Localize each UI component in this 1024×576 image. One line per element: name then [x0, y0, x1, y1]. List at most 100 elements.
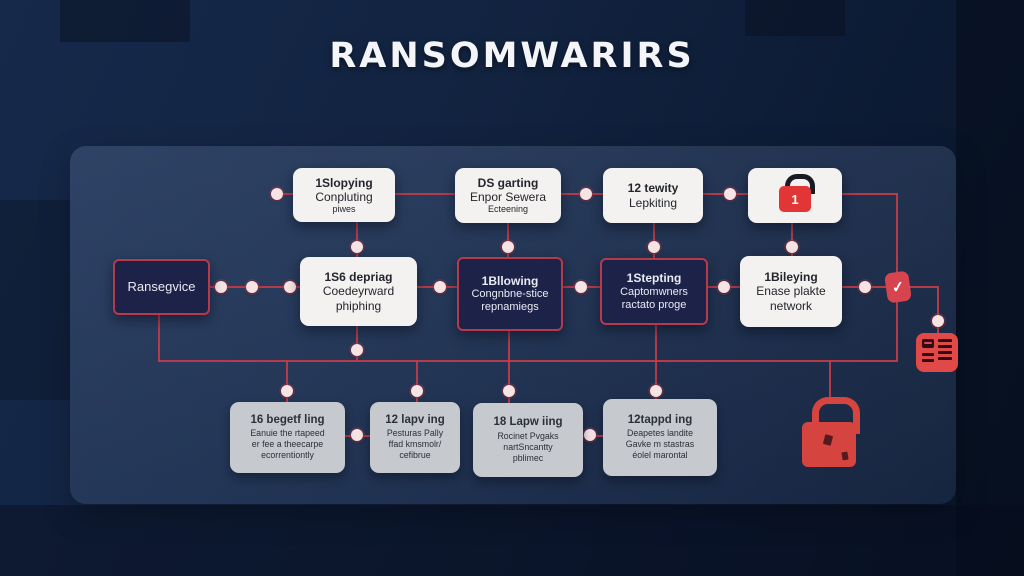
node-12-tewity: 12 tewity Lepkiting	[603, 168, 703, 223]
padlock-icon: 1	[779, 186, 811, 212]
padlock-icon	[785, 174, 815, 194]
node-text-line: Captomwners	[620, 285, 688, 298]
connector-dot	[215, 281, 227, 293]
page-title: RANSOMWARIRS	[329, 36, 695, 76]
node-text-line: Gavke m stastras	[625, 439, 695, 450]
node-text-line: Enpor Sewera	[469, 190, 547, 205]
node-text-line: 1Bllowing	[481, 273, 539, 288]
connector-dot	[281, 385, 293, 397]
connector-dot	[786, 241, 798, 253]
connector-line	[416, 360, 418, 403]
padlock-detail	[822, 434, 834, 446]
padlock-icon	[802, 422, 856, 467]
node-text-line: ffad kmsmolr/	[388, 439, 442, 450]
document-icon-detail	[938, 345, 952, 348]
node-text-line: er fee a theecarpe	[251, 439, 324, 450]
node-text-line: Rocinet Pvgaks	[497, 430, 559, 441]
node-text-line: Ecteening	[487, 204, 529, 215]
node-12-lapv: 12 lapv ing Pesturas Pally ffad kmsmolr/…	[370, 402, 460, 473]
document-icon	[916, 333, 958, 372]
connector-dot	[351, 344, 363, 356]
connector-dot	[859, 281, 871, 293]
connector-line	[395, 193, 455, 195]
document-icon-detail	[938, 357, 952, 360]
document-icon-detail	[938, 339, 952, 342]
node-1s6-depriag: 1S6 depriag Coedeyrward phiphing	[300, 257, 417, 326]
node-text-line: Lepkiting	[628, 195, 678, 210]
connector-dot	[271, 188, 283, 200]
background-decor	[0, 200, 70, 400]
padlock-icon	[812, 397, 860, 434]
node-text-line: Coedeyrward	[322, 284, 395, 299]
padlock-detail	[841, 451, 849, 461]
document-icon-detail	[922, 359, 934, 362]
node-text-line: Conpluting	[315, 189, 373, 204]
connector-dot	[650, 385, 662, 397]
connector-line	[158, 360, 898, 362]
node-1bileying: 1Bileying Enase plakte network	[740, 256, 842, 327]
connector-dot	[351, 429, 363, 441]
connector-dot	[351, 241, 363, 253]
node-text-line: 12tappd ing	[627, 413, 693, 426]
node-1slopying-conpluting: 1Slopying Conpluting piwes	[293, 168, 395, 222]
node-text-line: piwes	[332, 203, 356, 214]
node-text-line: éolel marontal	[632, 450, 688, 461]
node-ransegvice: Ransegvice	[113, 259, 210, 315]
node-18-lapw: 18 Lapw iing Rocinet Pvgaks nartSncantty…	[473, 403, 583, 477]
connector-dot	[575, 281, 587, 293]
document-icon-detail	[924, 342, 932, 344]
node-1stepting: 1Stepting Captomwners ractato proge	[600, 258, 708, 325]
node-text-line: nartSncantty	[503, 441, 553, 452]
connector-line	[653, 221, 655, 258]
node-ds-garting: DS garting Enpor Sewera Ecteening	[455, 168, 561, 223]
connector-dot	[411, 385, 423, 397]
node-text-line: pblimec	[512, 452, 544, 463]
document-icon-detail	[922, 353, 934, 356]
node-text-line: Enase plakte	[756, 284, 826, 299]
check-icon: ✓	[884, 270, 912, 304]
document-icon-detail	[938, 351, 952, 354]
lock-badge-number: 1	[791, 191, 799, 207]
connector-dot	[718, 281, 730, 293]
node-text-line: DS garting	[477, 176, 539, 191]
connector-line	[507, 221, 509, 258]
node-text-line: phiphing	[335, 298, 382, 313]
node-text-line: Pesturas Pally	[386, 428, 444, 439]
connector-line	[937, 287, 939, 333]
connector-line	[829, 360, 831, 398]
node-text-line: 12 lapv ing	[385, 413, 445, 426]
check-glyph: ✓	[890, 278, 906, 297]
connector-dot	[932, 315, 944, 327]
node-text-line: 16 begetf ling	[250, 413, 325, 426]
connector-dot	[284, 281, 296, 293]
connector-line	[286, 360, 288, 403]
node-text-line: 12 tewity	[627, 181, 679, 196]
node-text-line: 1Bileying	[764, 270, 818, 285]
node-text-line: ecorrentiontly	[261, 450, 314, 461]
connector-line	[158, 315, 160, 362]
node-text-line: Congnbne-stice	[471, 288, 549, 301]
connector-line	[908, 286, 939, 288]
node-1bllowing: 1Bllowing Congnbne-stice repnamiegs	[457, 257, 563, 331]
node-text-line: ractato proge	[621, 298, 687, 311]
connector-dot	[503, 385, 515, 397]
node-text-line: network	[769, 298, 813, 313]
background-decor	[745, 0, 845, 36]
connector-dot	[648, 241, 660, 253]
connector-dot	[584, 429, 596, 441]
node-text-line: Eanuie the rtapeed	[250, 428, 325, 439]
connector-dot	[724, 188, 736, 200]
connector-line	[276, 193, 295, 195]
connector-dot	[502, 241, 514, 253]
node-text-line: 18 Lapw iing	[493, 416, 563, 429]
connector-dot	[434, 281, 446, 293]
background-decor	[0, 505, 1024, 576]
connector-dot	[246, 281, 258, 293]
connector-line	[791, 221, 793, 258]
connector-line	[655, 325, 657, 400]
node-text-line: 1S6 depriag	[324, 270, 393, 285]
background-decor	[956, 0, 1024, 576]
node-text-line: repnamiegs	[481, 301, 539, 314]
node-text-line: 1Stepting	[626, 271, 682, 286]
